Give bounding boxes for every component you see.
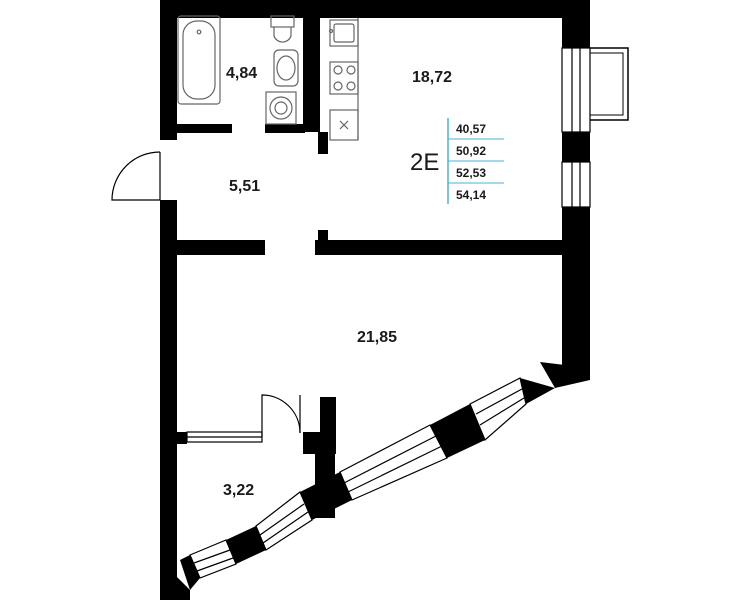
- apartment-area-3: 52,53: [456, 166, 486, 180]
- apartment-area-4: 54,14: [456, 188, 486, 202]
- bathroom-area: 4,84: [226, 65, 257, 82]
- bathroom-fixtures: [177, 15, 299, 125]
- bathtub: [177, 15, 221, 105]
- loggia-area: 3,22: [223, 482, 254, 499]
- kitchen-sink: [329, 19, 359, 47]
- living-area: 21,85: [357, 329, 397, 346]
- sink: [273, 49, 299, 87]
- windows: [186, 47, 591, 579]
- stove: [329, 61, 359, 95]
- hall-area: 5,51: [229, 178, 260, 195]
- kitchen-fixtures: [328, 18, 359, 141]
- walls: [160, 0, 590, 600]
- toilet: [270, 15, 295, 28]
- doors: [111, 140, 301, 437]
- apartment-code: 2E: [410, 149, 439, 176]
- cabinet: [329, 109, 359, 141]
- balcony: [584, 47, 629, 121]
- apartment-area-2: 50,92: [456, 144, 486, 158]
- loggia-door: [261, 394, 301, 437]
- kitchen-area: 18,72: [412, 69, 452, 86]
- washing-machine: [265, 91, 297, 125]
- apartment-area-1: 40,57: [456, 122, 486, 136]
